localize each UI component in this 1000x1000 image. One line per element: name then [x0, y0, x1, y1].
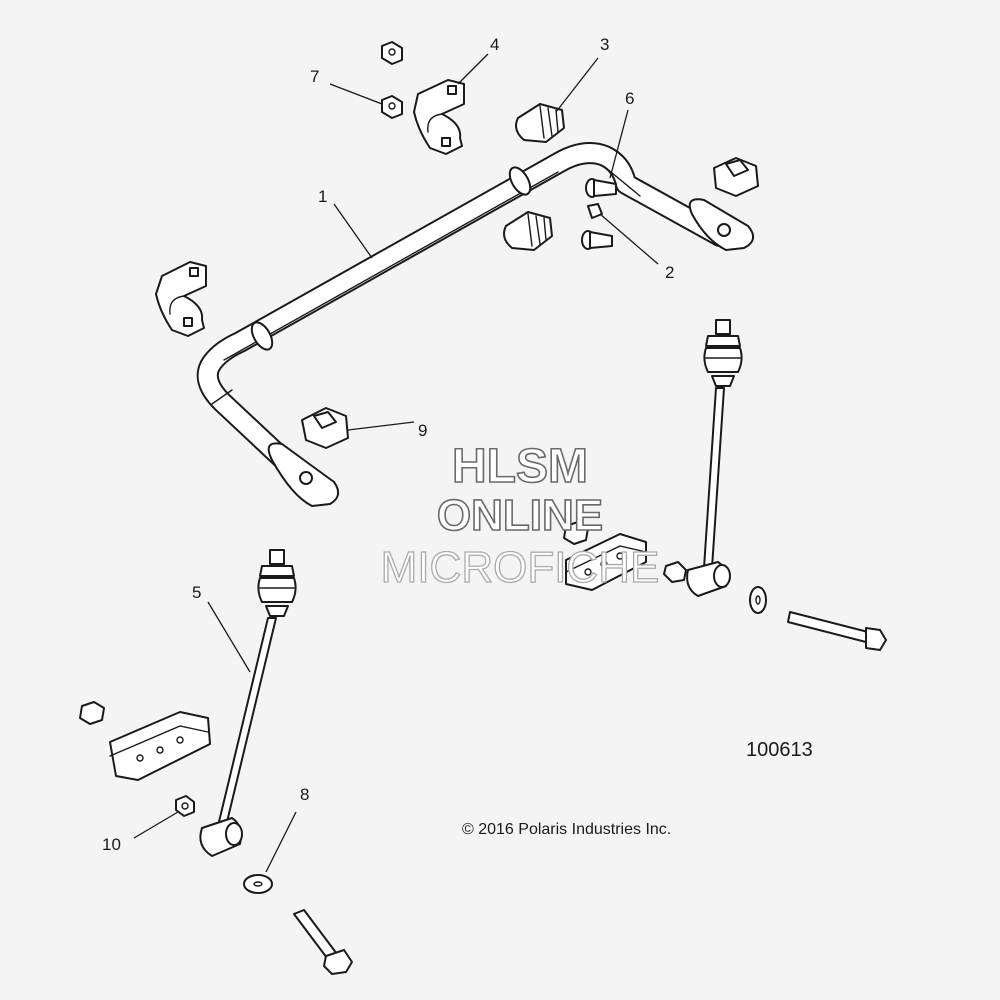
nut-right-link: [663, 561, 687, 583]
leader-lines: [133, 53, 659, 873]
callout-labels: 1 2 3 4 5 6 7 8 9 10: [102, 35, 674, 854]
callout-5: 5: [192, 583, 201, 602]
bar-bushing-upper: [515, 103, 565, 143]
callout-4: 4: [490, 35, 499, 54]
stabilizer-link-left: [199, 549, 297, 857]
stabilizer-link-right: [686, 319, 743, 597]
washer-right: [749, 586, 767, 614]
bar-bushing-lower: [503, 211, 553, 251]
bolt-left: [293, 909, 353, 975]
link-bushing-left: [301, 407, 349, 449]
link-bushing-right: [713, 157, 759, 197]
bracket-right: [565, 533, 647, 591]
watermark-line1: HLSM: [452, 440, 588, 493]
grease-fitting: [587, 203, 603, 219]
bracket-nut-right: [563, 521, 589, 545]
hex-nut-7b: [381, 95, 403, 119]
callout-8: 8: [300, 785, 309, 804]
watermark-line2: ONLINE: [437, 491, 603, 540]
washer-8: [243, 874, 273, 894]
callout-1: 1: [318, 187, 327, 206]
bar-clamp-upper: [413, 79, 465, 155]
callout-9: 9: [418, 421, 427, 440]
hex-nut-7a: [381, 41, 403, 65]
bar-clamp-left: [155, 261, 207, 337]
watermark-line3: MICROFICHE: [381, 543, 660, 592]
callout-2: 2: [665, 263, 674, 282]
stabilizer-bar: [196, 142, 755, 507]
reference-number: 100613: [746, 739, 813, 761]
callout-3: 3: [600, 35, 609, 54]
callout-6: 6: [625, 89, 634, 108]
copyright-notice: © 2016 Polaris Industries Inc.: [462, 821, 671, 838]
watermark: HLSM ONLINE MICROFICHE: [380, 439, 660, 592]
bracket-left: [109, 711, 211, 781]
callout-10: 10: [102, 835, 121, 854]
pin-lower: [581, 230, 613, 250]
bracket-nut-left: [79, 701, 105, 725]
hex-nut-10: [175, 795, 195, 817]
bolt-right: [787, 611, 887, 651]
pin-upper: [585, 178, 617, 198]
callout-7: 7: [310, 67, 319, 86]
